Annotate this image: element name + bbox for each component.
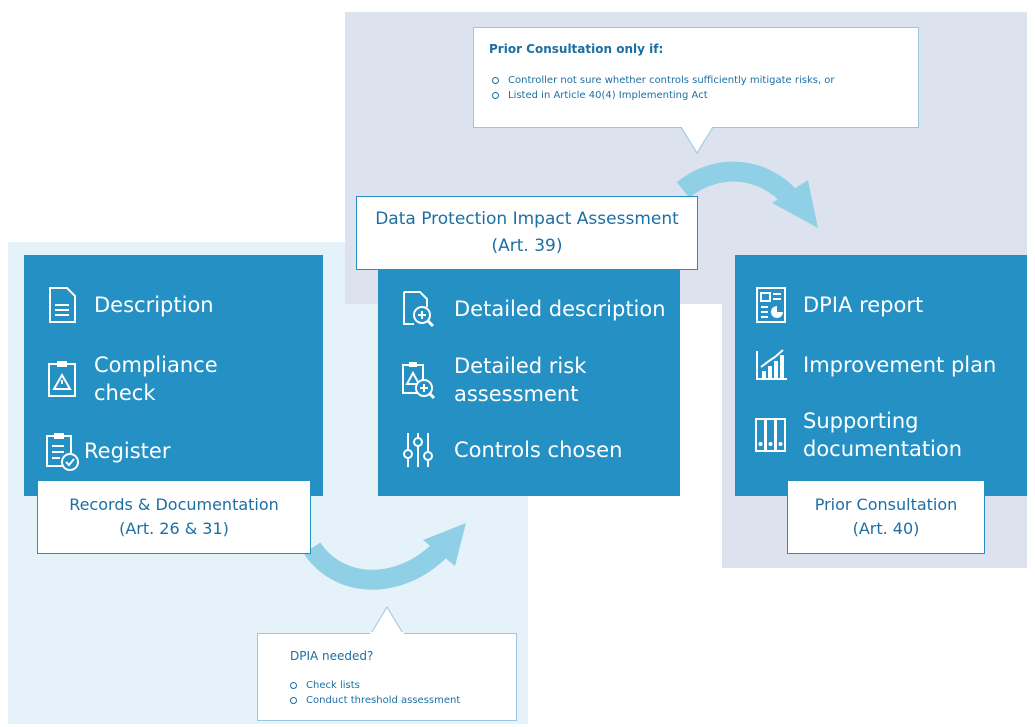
- prior-item-label: Supporting documentation: [803, 409, 963, 461]
- callout-bullet: Listed in Article 40(4) Implementing Act: [492, 88, 835, 103]
- dpia-title-box: Data Protection Impact Assessment (Art. …: [356, 196, 698, 270]
- records-item-compliance: Compliance check: [44, 351, 218, 407]
- callout-bullet: Controller not sure whether controls suf…: [492, 73, 835, 88]
- callout-bullet-text: Conduct threshold assessment: [306, 695, 461, 706]
- dpia-item-label: Detailed risk assessment: [454, 354, 587, 406]
- callout-bullet: Conduct threshold assessment: [290, 693, 460, 708]
- prior-item-label: Improvement plan: [803, 353, 997, 377]
- bullet-circle-icon: [290, 682, 297, 689]
- records-item-label: Compliance check: [94, 353, 218, 405]
- magnify-document-icon: [403, 291, 435, 328]
- binders-icon: [755, 418, 786, 452]
- dpia-title-line2: (Art. 39): [491, 236, 563, 256]
- records-box: Description Compliance check Register: [24, 255, 323, 496]
- dpia-item-controls: Controls chosen: [400, 430, 622, 470]
- warning-clipboard-icon: [48, 361, 76, 397]
- dpia-item-description: Detailed description: [400, 289, 666, 329]
- arrow-dpia-to-prior-head: [772, 180, 818, 228]
- bullet-circle-icon: [290, 697, 297, 704]
- improvement-chart-icon: [756, 349, 787, 380]
- prior-title-box: Prior Consultation (Art. 40): [787, 480, 985, 554]
- dpia-item-risk: Detailed risk assessment: [400, 352, 586, 408]
- document-icon: [49, 287, 76, 323]
- prior-item-documentation: Supporting documentation: [753, 407, 962, 463]
- checklist-register-icon: [46, 433, 79, 471]
- records-item-description: Description: [44, 285, 214, 325]
- callout-list: Check lists Conduct threshold assessment: [290, 678, 460, 708]
- prior-box: DPIA report Improvement plan Supporting …: [735, 255, 1027, 496]
- callout-top-pointer: [680, 126, 714, 154]
- report-icon: [756, 287, 786, 323]
- prior-item-label: DPIA report: [803, 293, 924, 317]
- dpia-box: Detailed description Detailed risk asses…: [378, 255, 680, 496]
- prior-item-report: DPIA report: [753, 285, 923, 325]
- records-item-label: Register: [84, 439, 171, 463]
- prior-consultation-callout: Prior Consultation only if: Controller n…: [473, 27, 919, 128]
- prior-title-line2: (Art. 40): [852, 519, 920, 538]
- callout-title: DPIA needed?: [290, 649, 374, 663]
- controls-sliders-icon: [403, 433, 433, 467]
- records-title-box: Records & Documentation (Art. 26 & 31): [37, 480, 311, 554]
- callout-bullet-text: Listed in Article 40(4) Implementing Act: [508, 90, 708, 101]
- records-item-register: Register: [44, 431, 170, 471]
- risk-assessment-icon: [402, 362, 436, 400]
- dpia-needed-callout: DPIA needed? Check lists Conduct thresho…: [257, 633, 517, 721]
- prior-title-line1: Prior Consultation: [814, 495, 958, 514]
- prior-item-improvement: Improvement plan: [753, 345, 996, 385]
- dpia-title-line1: Data Protection Impact Assessment: [375, 209, 679, 229]
- callout-bullet-text: Check lists: [306, 680, 360, 691]
- callout-title: Prior Consultation only if:: [489, 42, 664, 56]
- bullet-circle-icon: [492, 77, 499, 84]
- records-title-line2: (Art. 26 & 31): [119, 519, 229, 538]
- bullet-circle-icon: [492, 92, 499, 99]
- arrow-records-to-dpia-head: [423, 523, 466, 566]
- arrow-records-to-dpia: [303, 541, 448, 590]
- callout-bullet: Check lists: [290, 678, 460, 693]
- records-title-line1: Records & Documentation: [69, 495, 279, 514]
- dpia-item-label: Detailed description: [454, 297, 666, 321]
- callout-bottom-pointer: [370, 606, 404, 634]
- records-item-label: Description: [94, 293, 214, 317]
- dpia-item-label: Controls chosen: [454, 438, 623, 462]
- callout-bottom-pointer-join: [370, 632, 404, 634]
- callout-bullet-text: Controller not sure whether controls suf…: [508, 75, 835, 86]
- callout-list: Controller not sure whether controls suf…: [492, 73, 835, 103]
